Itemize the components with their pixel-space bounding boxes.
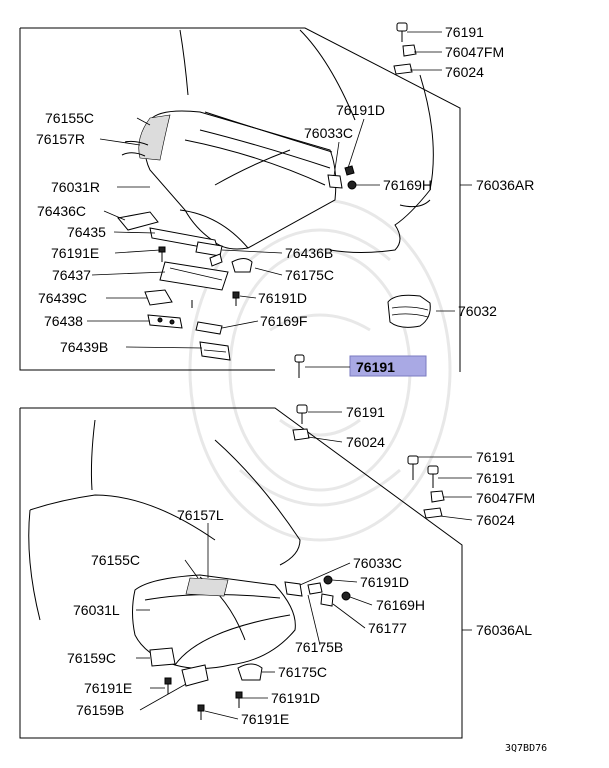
label-76438: 76438 bbox=[44, 313, 83, 329]
label-76191E-upper: 76191E bbox=[51, 245, 99, 261]
label-76175B: 76175B bbox=[295, 639, 343, 655]
label-76191-lower-a: 76191 bbox=[346, 404, 385, 420]
label-76169H-upper: 76169H bbox=[383, 177, 432, 193]
upper-seat-back-cushion bbox=[179, 29, 434, 253]
label-76036AL: 76036AL bbox=[476, 622, 532, 638]
label-76191-lower-c: 76191 bbox=[476, 470, 515, 486]
upper-screw-76191D-top bbox=[344, 165, 355, 176]
label-76191D-lower-b: 76191D bbox=[271, 690, 320, 706]
label-76033C-upper: 76033C bbox=[304, 125, 353, 141]
lower-clip-76033C bbox=[284, 581, 303, 597]
lower-nut-76169H bbox=[341, 591, 351, 601]
label-76157R: 76157R bbox=[36, 131, 85, 147]
label-76436C: 76436C bbox=[37, 203, 86, 219]
highlight-box bbox=[349, 355, 427, 377]
connecting-bolt-76191 bbox=[294, 354, 305, 378]
label-76159C: 76159C bbox=[67, 650, 116, 666]
label-76047FM-upper: 76047FM bbox=[445, 44, 504, 60]
upper-seat-cushion-76031R bbox=[121, 110, 337, 250]
upper-clip-76175C bbox=[209, 253, 253, 273]
label-76032: 76032 bbox=[458, 303, 497, 319]
lower-screw-76191E-left bbox=[164, 677, 172, 694]
label-76439B: 76439B bbox=[60, 339, 108, 355]
diagram-code: 3Q7BD76 bbox=[505, 743, 547, 754]
label-76177: 76177 bbox=[368, 620, 407, 636]
lower-assembly-frame bbox=[19, 407, 472, 739]
label-76437: 76437 bbox=[52, 267, 91, 283]
upper-screw-76191E bbox=[158, 246, 166, 262]
upper-clip-76169F bbox=[195, 321, 223, 335]
lower-screw-76191D-b bbox=[235, 691, 243, 708]
lower-bolt-76191-b bbox=[407, 455, 419, 480]
label-76435: 76435 bbox=[67, 224, 106, 240]
lower-bolt-76191-a bbox=[296, 404, 308, 424]
label-76031L: 76031L bbox=[73, 602, 120, 618]
upper-nut-76169H bbox=[347, 180, 357, 190]
lower-clip-76047FM bbox=[430, 490, 445, 503]
upper-assembly-frame bbox=[19, 27, 472, 372]
upper-screw-76191D-mid bbox=[232, 291, 240, 306]
label-76157L: 76157L bbox=[177, 507, 224, 523]
label-76175C-lower: 76175C bbox=[278, 664, 327, 680]
label-76191D-lower: 76191D bbox=[360, 574, 409, 590]
lower-clip-76175C bbox=[237, 663, 263, 681]
label-76191D-mid: 76191D bbox=[258, 290, 307, 306]
upper-clip-76033C bbox=[327, 174, 343, 189]
lower-hook-76159C bbox=[149, 647, 176, 667]
upper-bracket-76439B bbox=[199, 341, 231, 361]
label-76191D-top: 76191D bbox=[336, 102, 385, 118]
lower-seat-cushion-76031L bbox=[132, 574, 296, 669]
label-76191E-lower-left: 76191E bbox=[84, 680, 132, 696]
lower-screw-76191D bbox=[307, 575, 333, 595]
label-76024-top: 76024 bbox=[445, 64, 484, 80]
label-76169H-lower: 76169H bbox=[376, 597, 425, 613]
upper-bracket-76438 bbox=[147, 314, 183, 329]
upper-bolt-76191-top bbox=[396, 22, 408, 42]
upper-bracket-76436C bbox=[117, 211, 159, 231]
label-76024-lower-b: 76024 bbox=[476, 512, 515, 528]
label-76155C-lower: 76155C bbox=[91, 552, 140, 568]
lower-bracket-76177 bbox=[320, 593, 334, 607]
label-76191-top: 76191 bbox=[445, 24, 484, 40]
lower-seat-back-cushion bbox=[28, 419, 301, 621]
label-76033C-lower: 76033C bbox=[353, 555, 402, 571]
label-76155C-upper: 76155C bbox=[45, 110, 94, 126]
label-76169F: 76169F bbox=[260, 313, 307, 329]
label-76191-lower-b: 76191 bbox=[476, 449, 515, 465]
upper-nut-76024-top bbox=[393, 63, 413, 75]
lower-nut-76024-a bbox=[292, 428, 310, 441]
upper-hook-76439C bbox=[144, 289, 193, 308]
label-76047FM-lower: 76047FM bbox=[476, 490, 535, 506]
lower-bracket-76159B bbox=[181, 664, 209, 687]
upper-plate-76437 bbox=[159, 261, 229, 291]
lower-nut-76024-b bbox=[423, 507, 443, 519]
upper-clip-76047FM bbox=[402, 44, 417, 57]
lower-screw-76191E-b bbox=[197, 704, 205, 720]
label-76024-lower-a: 76024 bbox=[346, 434, 385, 450]
label-76439C: 76439C bbox=[38, 290, 87, 306]
part-76032-cover bbox=[387, 294, 431, 328]
label-76031R: 76031R bbox=[51, 179, 100, 195]
lower-bolt-76191-c bbox=[427, 465, 439, 488]
label-76036AR: 76036AR bbox=[476, 177, 534, 193]
label-76175C-upper: 76175C bbox=[285, 267, 334, 283]
label-76159B: 76159B bbox=[76, 702, 124, 718]
label-76436B: 76436B bbox=[285, 245, 333, 261]
label-76191E-lower-b: 76191E bbox=[241, 711, 289, 727]
leader-lines bbox=[87, 31, 473, 720]
label-76191-highlighted: 76191 bbox=[356, 359, 395, 375]
